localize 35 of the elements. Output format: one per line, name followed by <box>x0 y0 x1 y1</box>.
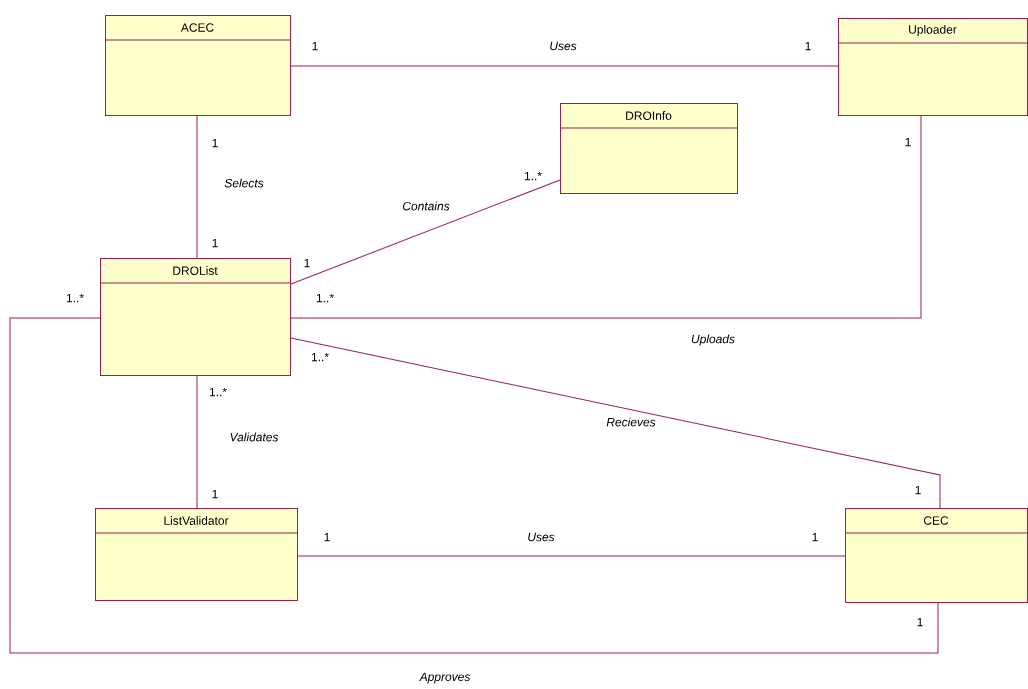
association-line <box>196 375 198 509</box>
multiplicity-label: 1 <box>812 532 818 542</box>
multiplicity-label: 1 <box>312 41 318 51</box>
association-line <box>290 115 922 319</box>
edge-label: Validates <box>228 431 280 443</box>
multiplicity-label: 1..* <box>316 293 334 303</box>
edge-label: Uploads <box>690 333 736 347</box>
class-box: CEC <box>844 508 1028 603</box>
multiplicity-label: 1 <box>915 485 921 495</box>
multiplicity-label: 1..* <box>209 387 227 397</box>
class-box: Uploader <box>837 18 1028 116</box>
association-line <box>196 115 198 259</box>
multiplicity-label: 1..* <box>66 293 84 303</box>
edge-label: Uses <box>526 531 556 543</box>
class-box: DROInfo <box>559 103 738 194</box>
multiplicity-label: 1 <box>905 137 911 147</box>
edge-label: Contains <box>401 200 451 212</box>
multiplicity-label: 1 <box>212 138 218 148</box>
class-box: DROList <box>99 258 291 376</box>
association-line <box>297 555 846 557</box>
class-box: ACEC <box>104 15 291 116</box>
association-line <box>290 337 941 509</box>
multiplicity-label: 1 <box>805 41 811 51</box>
class-box: ListValidator <box>94 508 298 601</box>
association-line <box>290 65 839 67</box>
multiplicity-label: 1..* <box>311 352 329 362</box>
multiplicity-label: 1..* <box>524 171 542 181</box>
association-line <box>290 179 561 285</box>
association-line <box>9 317 939 654</box>
multiplicity-label: 1 <box>324 532 330 542</box>
edge-label: Recieves <box>605 416 657 428</box>
edge-label: Uses <box>548 40 578 52</box>
multiplicity-label: 1 <box>304 258 310 268</box>
edge-label: Selects <box>223 177 265 189</box>
multiplicity-label: 1 <box>917 617 923 627</box>
